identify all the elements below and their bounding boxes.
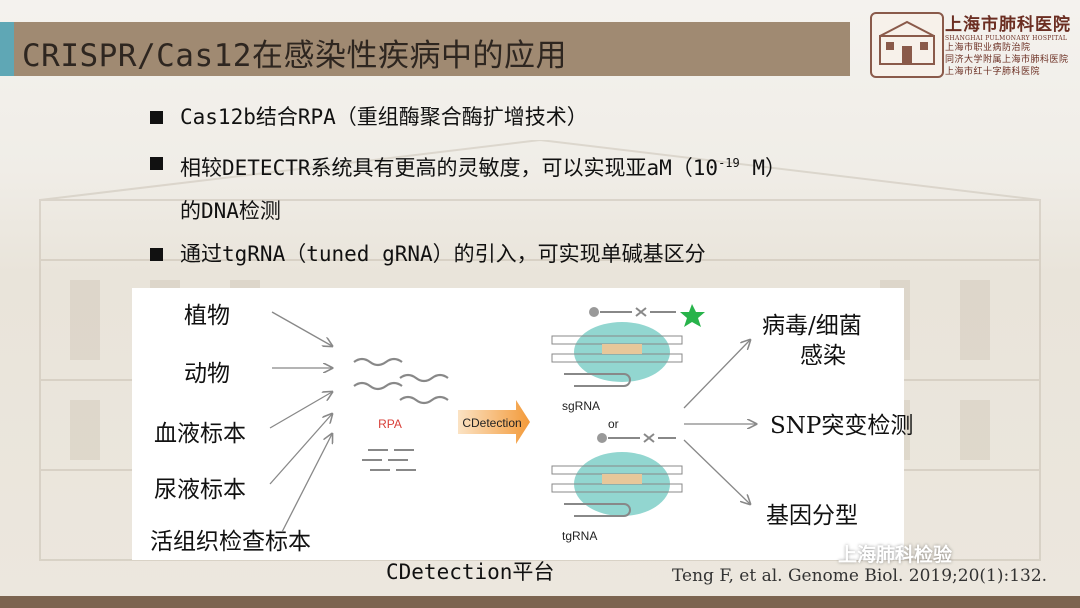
source-urine: 尿液标本 [154, 477, 246, 503]
hospital-logo [870, 12, 944, 78]
hospital-sub-2: 同济大学附属上海市肺科医院 [945, 55, 1069, 65]
amplicons [362, 449, 416, 471]
tgrna-label: tgRNA [562, 529, 597, 543]
tgrna-complex [551, 433, 683, 517]
bullet-2-exponent: -19 [718, 156, 740, 170]
or-label: or [608, 417, 619, 431]
bullet-3: 通过tgRNA（tuned gRNA）的引入，可实现单碱基区分 [150, 231, 786, 277]
slide-title: CRISPR/Cas12在感染性疾病中的应用 [22, 38, 567, 74]
bullet-1-text: Cas12b结合RPA（重组酶聚合酶扩增技术） [180, 105, 588, 129]
source-arrows [269, 311, 332, 533]
platform-label: CDetection平台 [386, 560, 555, 584]
dna-fragments [353, 357, 449, 405]
bottom-bar [0, 596, 1080, 608]
cdetection-arrow [458, 400, 530, 444]
hospital-name-en: SHANGHAI PULMONARY HOSPITAL [945, 35, 1068, 42]
output-genotyping: 基因分型 [766, 503, 858, 529]
source-plant: 植物 [184, 303, 230, 329]
bullet-2-text: 相较DETECTR系统具有更高的灵敏度，可以实现亚aM（10 [180, 156, 719, 180]
bullet-square-icon [150, 248, 163, 261]
source-blood: 血液标本 [154, 421, 246, 447]
bullet-2-text-end: M） [739, 156, 787, 180]
wechat-watermark: 上海肺科检验 [838, 544, 953, 566]
title-bar [0, 22, 850, 76]
bullet-1: Cas12b结合RPA（重组酶聚合酶扩增技术） [150, 94, 786, 140]
output-infection: 感染 [800, 343, 846, 369]
citation: Teng F, et al. Genome Biol. 2019;20(1):1… [672, 566, 1048, 586]
cdetection-label: CDetection [462, 416, 521, 430]
title-accent [0, 22, 14, 76]
rpa-label: RPA [378, 417, 402, 431]
bullet-3-text: 通过tgRNA（tuned gRNA）的引入，可实现单碱基区分 [180, 242, 706, 266]
output-arrows [683, 340, 756, 504]
bullet-2-continuation: 的DNA检测 [180, 199, 281, 223]
bullet-list: Cas12b结合RPA（重组酶聚合酶扩增技术） 相较DETECTR系统具有更高的… [150, 94, 786, 277]
source-biopsy: 活组织检查标本 [150, 529, 311, 555]
sgrna-complex [551, 304, 705, 387]
output-snp: SNP突变检测 [770, 413, 914, 439]
hospital-name-cn: 上海市肺科医院 [945, 15, 1071, 35]
hospital-sub-1: 上海市职业病防治院 [945, 43, 1031, 53]
bullet-square-icon [150, 111, 163, 124]
diagram-graphics: RPA CDetection sgRNA or tgRNA [269, 304, 904, 543]
sgrna-label: sgRNA [562, 399, 600, 413]
source-animal: 动物 [184, 361, 230, 387]
output-virus: 病毒/细菌 [762, 313, 862, 339]
hospital-name-block: 上海市肺科医院 SHANGHAI PULMONARY HOSPITAL 上海市职… [945, 10, 1077, 78]
bullet-2: 相较DETECTR系统具有更高的灵敏度，可以实现亚aM（10-19 M） [150, 140, 786, 191]
hospital-sub-3: 上海市红十字肺科医院 [945, 67, 1041, 77]
bullet-square-icon [150, 157, 163, 170]
